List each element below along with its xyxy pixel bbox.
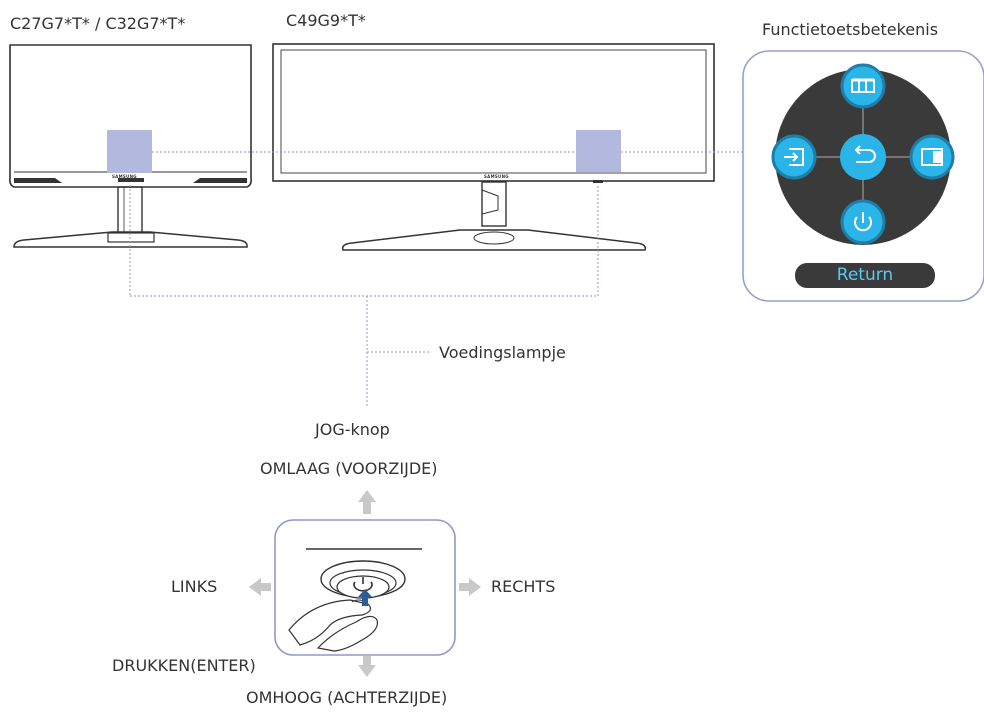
pip-icon	[909, 134, 955, 180]
monitor-left-model-label: C27G7*T* / C32G7*T*	[10, 14, 186, 33]
press-enter-label: DRUKKEN(ENTER)	[112, 656, 256, 675]
power-led-label: Voedingslampje	[439, 343, 566, 362]
return-icon	[840, 134, 886, 180]
monitor-right	[272, 43, 715, 251]
jog-button-label: JOG-knop	[315, 420, 390, 439]
brand-logo-left: SAMSUNG	[112, 174, 137, 179]
return-key-meaning: Return	[836, 265, 894, 285]
monitor-left	[9, 44, 252, 248]
press-arrow-icon	[358, 589, 372, 606]
direction-right-label: RECHTS	[491, 577, 556, 596]
direction-left-label: LINKS	[171, 577, 218, 596]
dashed-connectors	[129, 151, 745, 408]
jog-illustration-panel	[274, 519, 456, 656]
direction-up-back-label: OMHOOG (ACHTERZIJDE)	[246, 688, 448, 707]
monitor-right-model-label: C49G9*T*	[286, 11, 366, 30]
jog-area-highlight-right	[576, 130, 621, 172]
arrow-down-icon	[358, 656, 376, 677]
input-source-icon	[771, 134, 817, 180]
arrow-left-icon	[249, 578, 271, 596]
menu-grid-icon	[840, 63, 886, 109]
arrow-right-icon	[459, 578, 481, 596]
arrow-up-icon	[358, 490, 376, 514]
brand-logo-right: SAMSUNG	[484, 174, 509, 179]
return-pill	[795, 263, 935, 288]
power-icon	[840, 199, 886, 245]
direction-down-front-label: OMLAAG (VOORZIJDE)	[260, 459, 438, 478]
function-key-guide-title: Functietoetsbetekenis	[762, 20, 939, 39]
jog-area-highlight-left	[107, 130, 152, 173]
